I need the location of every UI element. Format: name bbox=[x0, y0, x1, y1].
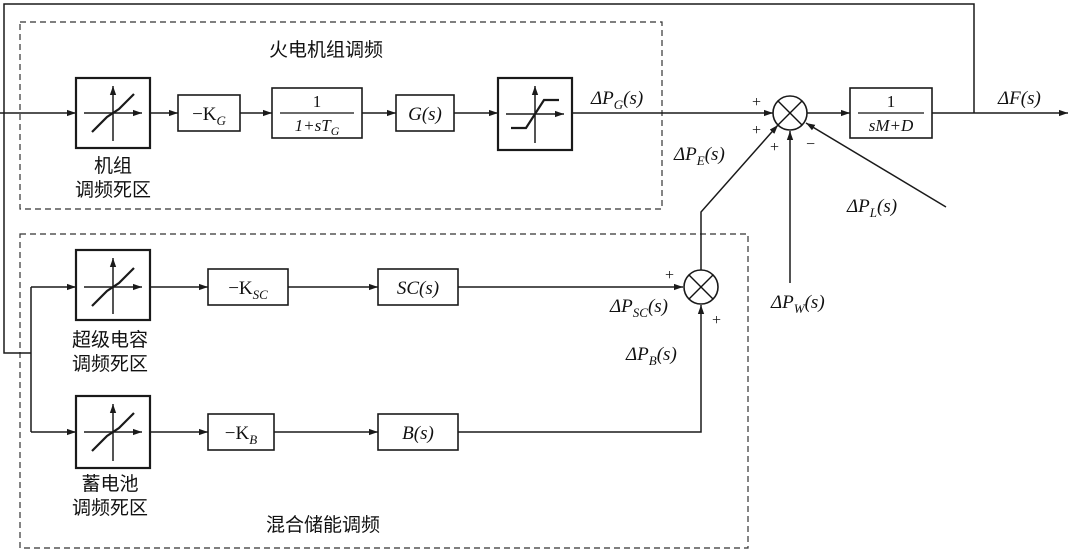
deadband-icon bbox=[84, 404, 142, 461]
signal-dpe: ΔPE(s) bbox=[673, 144, 725, 168]
signal-dpw: ΔPW(s) bbox=[770, 292, 825, 316]
svg-text:1+sTG: 1+sTG bbox=[295, 116, 340, 138]
neg-kg-block: −KG bbox=[177, 94, 241, 132]
thermal-group-frame bbox=[19, 21, 663, 210]
sign-hyb-sc: + bbox=[665, 267, 674, 284]
deadband-icon bbox=[84, 86, 142, 141]
hybrid-group-title: 混合储能调频 bbox=[266, 514, 380, 536]
svg-text:G(s): G(s) bbox=[408, 104, 442, 125]
svg-text:sM+D: sM+D bbox=[869, 116, 914, 135]
unit-deadband-label-1: 机组 bbox=[94, 155, 132, 177]
unit-deadband-label-2: 调频死区 bbox=[75, 179, 151, 201]
bs-block: B(s) bbox=[377, 413, 459, 451]
sign-main-e: + bbox=[752, 122, 761, 139]
neg-ksc-block: −KSC bbox=[207, 268, 289, 306]
scs-block: SC(s) bbox=[377, 268, 459, 306]
svg-text:−KSC: −KSC bbox=[228, 278, 268, 302]
unit-deadband-block bbox=[74, 76, 152, 150]
wire-bs-sum bbox=[458, 305, 705, 433]
plant-block: 1 sM+D bbox=[849, 87, 933, 139]
sign-main-l: − bbox=[806, 136, 815, 153]
svg-text:1: 1 bbox=[313, 92, 322, 111]
neg-kb-block: −KB bbox=[207, 413, 275, 451]
signal-df: ΔF(s) bbox=[997, 88, 1041, 109]
sc-deadband-label-1: 超级电容 bbox=[72, 329, 148, 351]
battery-deadband-label-2: 调频死区 bbox=[72, 497, 148, 519]
hybrid-summing-junction bbox=[683, 269, 719, 305]
svg-text:B(s): B(s) bbox=[402, 423, 434, 444]
deadband-icon bbox=[84, 258, 142, 314]
summing-junction-icon bbox=[777, 100, 803, 126]
svg-text:−KG: −KG bbox=[192, 104, 226, 128]
svg-text:1: 1 bbox=[887, 92, 896, 111]
hybrid-group-frame bbox=[19, 233, 749, 549]
gs-block: G(s) bbox=[395, 94, 455, 132]
saturation-block bbox=[496, 76, 574, 152]
saturation-icon bbox=[506, 86, 564, 143]
main-summing-junction bbox=[772, 95, 808, 131]
summing-junction-icon bbox=[688, 274, 714, 300]
sign-hyb-b: + bbox=[712, 312, 721, 329]
wire-storage bbox=[700, 124, 779, 270]
thermal-group-title: 火电机组调频 bbox=[269, 39, 383, 61]
signal-dpb: ΔPB(s) bbox=[625, 344, 677, 368]
governor-block: 1 1+sTG bbox=[271, 87, 363, 139]
sign-main-g: + bbox=[752, 94, 761, 111]
feedback-line bbox=[3, 3, 975, 354]
battery-deadband-block bbox=[74, 394, 152, 470]
sc-deadband-label-2: 调频死区 bbox=[72, 353, 148, 375]
svg-text:−KB: −KB bbox=[225, 423, 257, 447]
signal-dpg: ΔPG(s) bbox=[590, 88, 643, 112]
signal-dpl: ΔPL(s) bbox=[846, 196, 897, 220]
battery-deadband-label-1: 蓄电池 bbox=[81, 473, 138, 495]
sign-main-w: + bbox=[770, 139, 779, 156]
sc-deadband-block bbox=[74, 248, 152, 322]
svg-text:SC(s): SC(s) bbox=[397, 278, 439, 299]
wire-load bbox=[805, 122, 947, 208]
signal-dpsc: ΔPSC(s) bbox=[609, 296, 668, 320]
